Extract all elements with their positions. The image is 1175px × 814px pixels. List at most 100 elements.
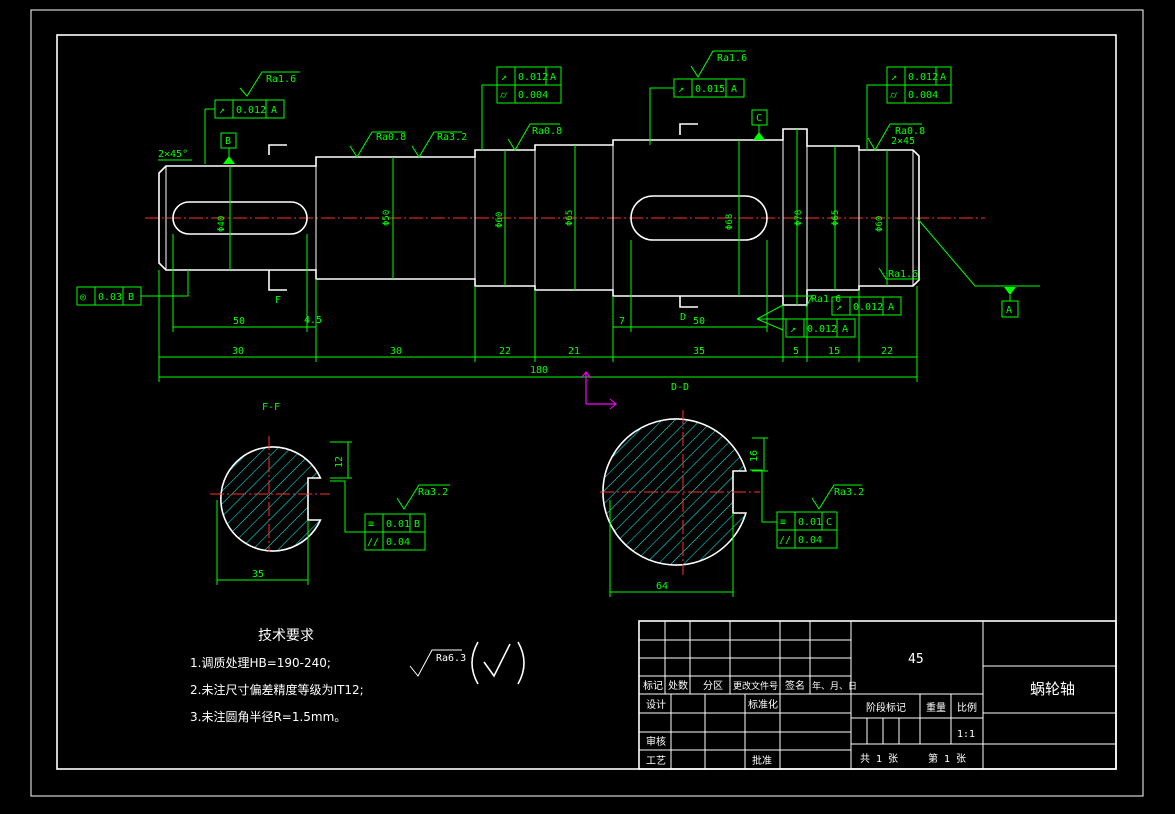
svg-text:工艺: 工艺	[646, 755, 666, 767]
svg-text:B: B	[128, 292, 134, 303]
svg-text:阶段标记: 阶段标记	[866, 701, 906, 714]
svg-text:A: A	[1006, 305, 1012, 316]
sheet-no: 第 1 张	[928, 752, 966, 765]
dim-seg: 22	[499, 346, 511, 357]
svg-text:0.015: 0.015	[695, 84, 725, 95]
tech-title: 技术要求	[258, 628, 314, 644]
ucs-axis-icon	[580, 371, 617, 410]
svg-text:Ra3.2: Ra3.2	[418, 487, 448, 498]
dd-width: 64	[656, 581, 668, 592]
section-dd: 64 16	[600, 410, 768, 597]
dim-keyway-left-offset: 4.5	[304, 315, 322, 326]
svg-text:C: C	[756, 113, 762, 124]
svg-text:处数: 处数	[668, 679, 688, 692]
svg-text:0.04: 0.04	[386, 537, 410, 548]
dim-seg: 21	[568, 346, 580, 357]
svg-text:A: A	[731, 84, 737, 95]
svg-text:↗: ↗	[891, 72, 897, 83]
svg-text:↗: ↗	[219, 105, 225, 116]
svg-text:A: A	[842, 324, 848, 335]
dim-seg: 22	[881, 346, 893, 357]
svg-text:Ra0.8: Ra0.8	[895, 126, 925, 137]
svg-text:签名: 签名	[785, 679, 805, 692]
tech-note: 2.未注尺寸偏差精度等级为IT12;	[190, 682, 364, 697]
dia-label: Φ60	[875, 216, 885, 232]
svg-text:Ra6.3: Ra6.3	[436, 653, 466, 664]
shaft-main-view	[145, 128, 985, 306]
tech-note: 1.调质处理HB=190-240;	[190, 656, 331, 670]
svg-text:⌭: ⌭	[500, 90, 508, 101]
svg-text:比例: 比例	[957, 701, 977, 714]
svg-text:F: F	[275, 295, 281, 306]
title-block-text: 标记 处数 分区 更改文件号 签名 年、月、日 设计 标准化 审核 工艺 批准 …	[643, 652, 1075, 767]
svg-text:Ra0.8: Ra0.8	[376, 132, 406, 143]
dia-label: Φ65	[565, 210, 575, 226]
section-label-dd: D-D	[671, 382, 689, 393]
dia-label: Φ68	[725, 214, 735, 230]
svg-text:审核: 审核	[646, 735, 666, 748]
sheet-total: 共 1 张	[860, 753, 898, 765]
dim-keyway-right: 50	[693, 316, 705, 327]
title-block	[638, 620, 1117, 770]
svg-text:Ra1.6: Ra1.6	[888, 269, 918, 280]
keyway-right	[630, 195, 768, 241]
dim-keyway-left: 50	[233, 316, 245, 327]
dim-seg: 5	[793, 346, 799, 357]
svg-text:0.012: 0.012	[853, 302, 883, 313]
datum-b: B	[220, 132, 237, 164]
svg-text:分区: 分区	[703, 680, 723, 692]
datum-a: A	[916, 217, 1040, 318]
shaft-outline	[158, 128, 920, 306]
svg-text:Ra1.6: Ra1.6	[811, 294, 841, 305]
keyway-left	[172, 201, 308, 235]
svg-text:A: A	[940, 72, 946, 83]
svg-text:0.004: 0.004	[908, 90, 938, 101]
dim-seg: 30	[390, 346, 402, 357]
length-dimensions	[158, 234, 918, 382]
svg-text:批准: 批准	[752, 754, 772, 767]
svg-text:Ra1.6: Ra1.6	[717, 53, 747, 64]
dim-total: 180	[530, 365, 548, 376]
svg-text:标准化: 标准化	[748, 698, 778, 711]
section-label-ff: F-F	[262, 402, 280, 413]
svg-text:Ra3.2: Ra3.2	[834, 487, 864, 498]
svg-text:↗: ↗	[836, 302, 842, 313]
dd-depth: 16	[749, 450, 760, 462]
outer-border	[30, 9, 1144, 797]
dia-label: Φ60	[495, 212, 505, 228]
svg-text:年、月、日: 年、月、日	[812, 680, 857, 692]
svg-text://: //	[779, 535, 791, 546]
ff-depth: 12	[334, 456, 345, 468]
dia-label: Φ50	[382, 210, 392, 226]
svg-text:0.03: 0.03	[98, 292, 122, 303]
dia-label: Φ65	[831, 210, 841, 226]
inner-border	[56, 34, 1117, 770]
section-ff: 35 12	[210, 436, 352, 585]
svg-text:0.012: 0.012	[807, 324, 837, 335]
svg-text:0.01: 0.01	[386, 519, 410, 530]
svg-text:A: A	[271, 105, 277, 116]
roughness-symbols: Ra1.6 Ra0.8 Ra3.2 Ra0.8 Ra1.6 Ra0.8 Ra1.…	[239, 50, 925, 510]
scale-value: 1:1	[957, 729, 975, 740]
svg-text:Ra1.6: Ra1.6	[266, 74, 296, 85]
svg-text:B: B	[414, 519, 420, 530]
svg-text:≡: ≡	[368, 519, 374, 530]
svg-text:0.012: 0.012	[518, 72, 548, 83]
svg-text://: //	[367, 537, 379, 548]
svg-text:A: A	[550, 72, 556, 83]
svg-text:D: D	[680, 312, 686, 323]
svg-text:0.012: 0.012	[908, 72, 938, 83]
svg-text:设计: 设计	[646, 698, 666, 711]
svg-text:◎: ◎	[80, 292, 86, 303]
dia-label: Φ40	[217, 216, 227, 232]
material: 45	[908, 652, 924, 667]
svg-text:↗: ↗	[678, 84, 684, 95]
chamfer-note-left: 2×45°	[158, 149, 188, 160]
svg-text:B: B	[225, 136, 231, 147]
svg-text:≡: ≡	[780, 517, 786, 528]
svg-text:C: C	[826, 517, 832, 528]
svg-text:A: A	[888, 302, 894, 313]
dim-seg: 15	[828, 346, 840, 357]
datum-c: C	[751, 109, 768, 140]
